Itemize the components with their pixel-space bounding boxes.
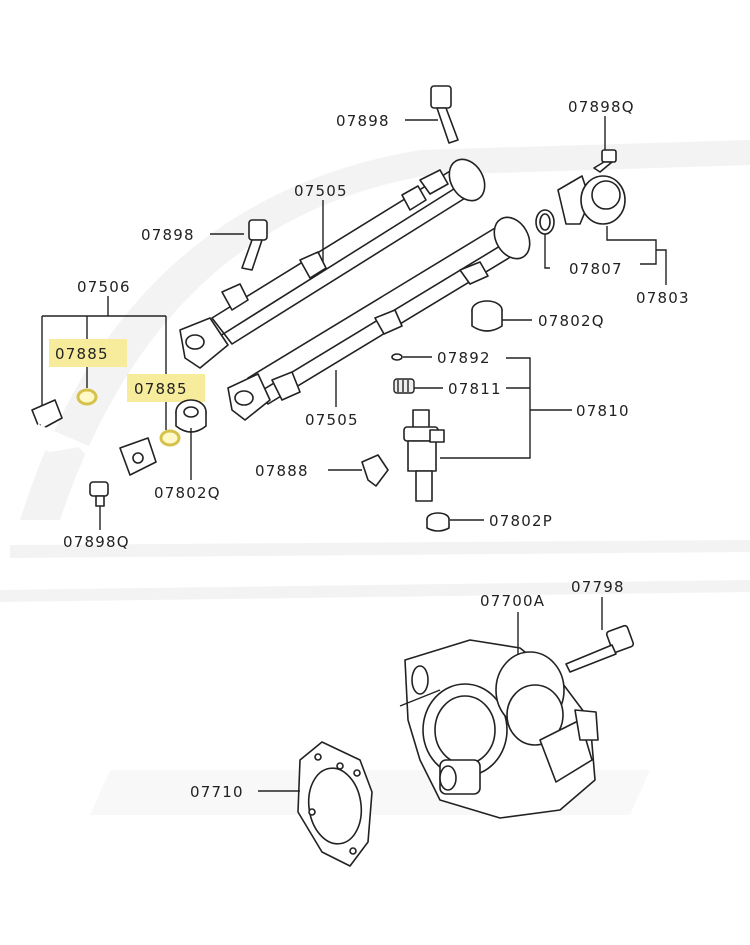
label-07710: 07710 — [190, 783, 244, 801]
label-07505-top: 07505 — [294, 182, 348, 200]
label-07803: 07803 — [636, 289, 690, 307]
pressure-regulator — [535, 175, 626, 235]
label-07807: 07807 — [569, 260, 623, 278]
o-ring-07892 — [391, 353, 403, 361]
label-07505-bottom: 07505 — [305, 411, 359, 429]
injector — [403, 409, 445, 502]
label-07811: 07811 — [448, 380, 502, 398]
collar-07811 — [393, 378, 415, 394]
label-07802q-left: 07802Q — [154, 484, 221, 502]
fuel-rail-lower — [227, 216, 531, 421]
fuel-pipe — [31, 399, 157, 476]
label-07885-b: 07885 — [134, 380, 188, 398]
label-07885-a: 07885 — [55, 345, 109, 363]
leader-lines — [41, 116, 667, 792]
insulator-07802q-left — [175, 399, 207, 433]
highlight-07885-b — [127, 374, 205, 402]
bolt-07898-mid — [241, 219, 268, 271]
label-07888: 07888 — [255, 462, 309, 480]
label-07700a: 07700A — [480, 592, 545, 610]
label-07898-top: 07898 — [336, 112, 390, 130]
bolt-07898q-top — [593, 149, 617, 173]
label-07798: 07798 — [571, 578, 625, 596]
bolt-07898q-bottom — [89, 481, 109, 507]
label-07506: 07506 — [77, 278, 131, 296]
label-07898q-bottom: 07898Q — [63, 533, 130, 551]
label-07802p: 07802P — [489, 512, 553, 530]
insulator-07802q-right — [471, 300, 503, 332]
label-07898q-top: 07898Q — [568, 98, 635, 116]
o-ring-07885-b — [159, 429, 181, 447]
gasket — [297, 741, 373, 867]
label-07810: 07810 — [576, 402, 630, 420]
o-ring-07885-a — [76, 388, 98, 406]
insulator-07802p — [426, 512, 450, 532]
highlight-07885-a — [49, 339, 127, 367]
clip-07888 — [361, 454, 389, 487]
label-07802q-right: 07802Q — [538, 312, 605, 330]
bolt-07898-top — [430, 85, 459, 144]
throttle-body — [404, 639, 599, 819]
fuel-rail-upper — [179, 158, 486, 369]
label-07898-mid: 07898 — [141, 226, 195, 244]
bolt-07798 — [565, 624, 635, 673]
label-07892: 07892 — [437, 349, 491, 367]
